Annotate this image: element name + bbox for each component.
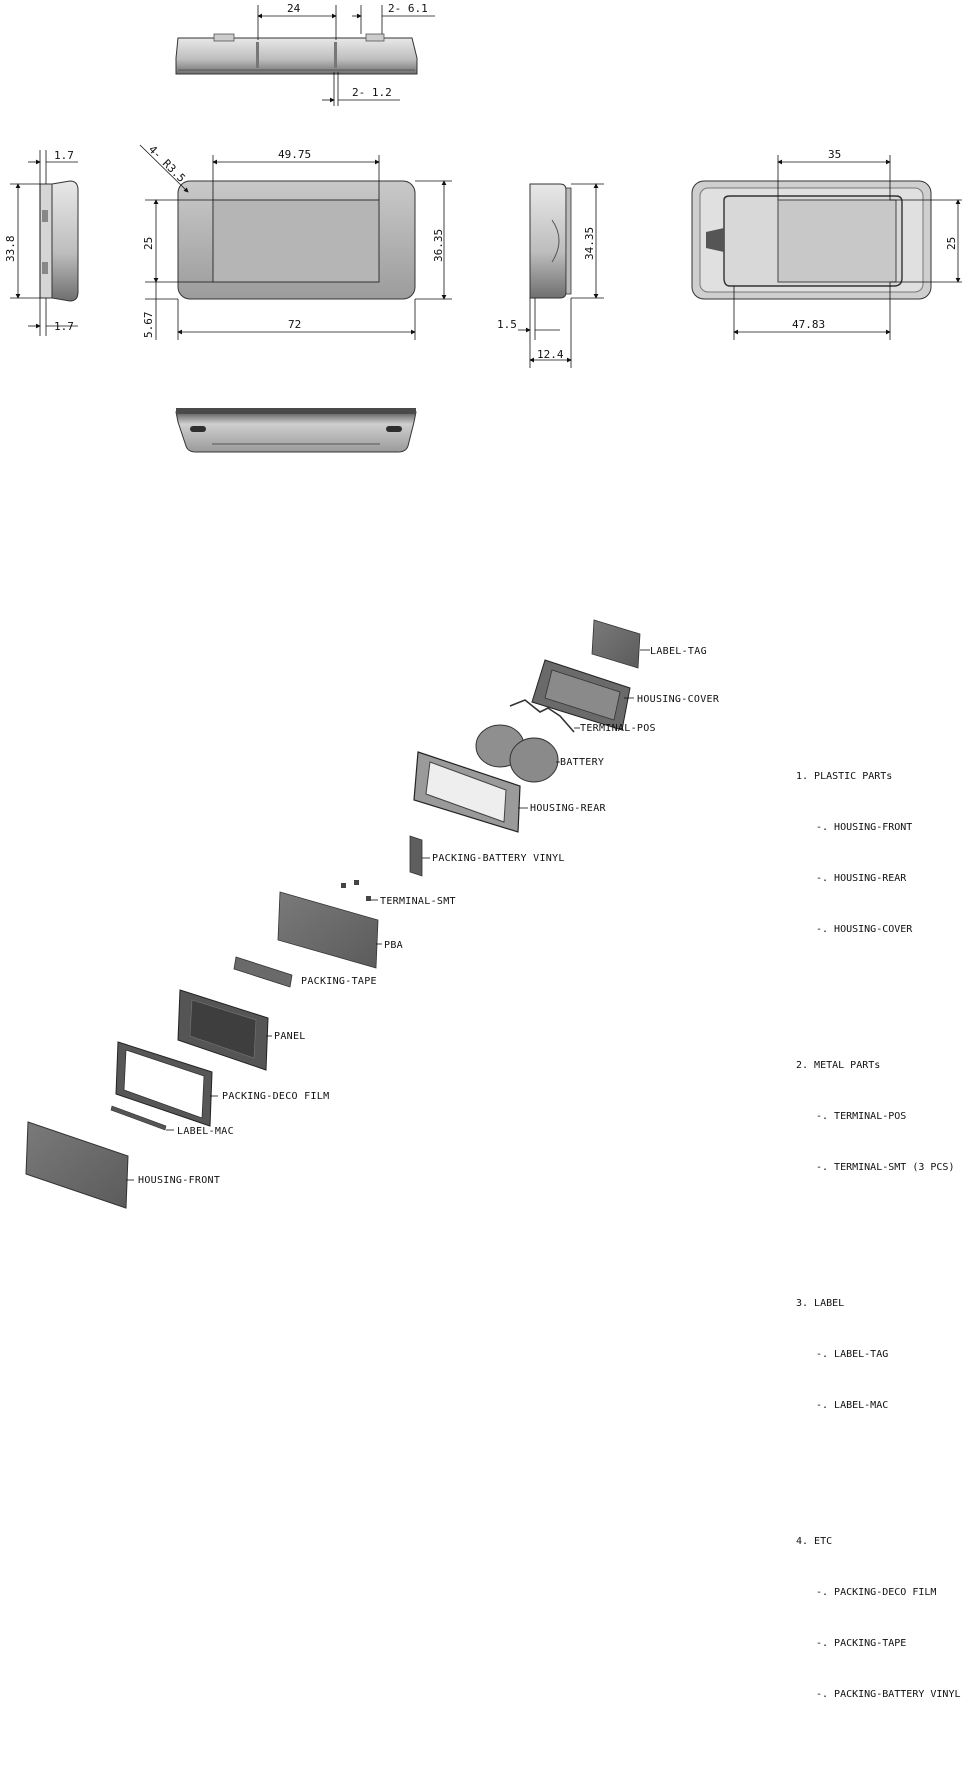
bom-group-etc: 4. ETC -. PACKING-DECO FILM -. PACKING-T…	[796, 1499, 961, 1737]
dim-side-lip: 1.5	[497, 318, 517, 331]
drawing-canvas: 24 2- 6.1 2- 1.2 1.7 33.8 1.7	[4, 2, 962, 1209]
label-packing-battery-vinyl: PACKING-BATTERY VINYL	[432, 853, 565, 864]
dim-side-depth: 12.4	[537, 348, 564, 361]
dim-front-radius: 4- R3.5	[146, 143, 188, 185]
housing-rear-part	[413, 751, 528, 833]
label-packing-tape: PACKING-TAPE	[301, 976, 377, 987]
terminal-smt-part	[341, 880, 378, 901]
bom-item: -. LABEL-MAC	[816, 1400, 889, 1411]
bom-item: -. PACKING-DECO FILM	[816, 1587, 937, 1598]
label-battery: BATTERY	[560, 757, 604, 768]
bom-item: -. TERMINAL-SMT (3 PCS)	[816, 1162, 955, 1173]
label-mac-part	[110, 1105, 174, 1131]
dim-front-window-height: 25	[142, 237, 155, 250]
packing-tape-part	[233, 956, 293, 988]
bom-item: -. TERMINAL-POS	[816, 1111, 907, 1122]
label-terminal-pos: TERMINAL-POS	[580, 723, 656, 734]
dim-top-slot-gap: 2- 1.2	[352, 86, 392, 99]
bom-group-title: 4. ETC	[796, 1536, 833, 1547]
bom-item: -. PACKING-BATTERY VINYL	[816, 1689, 961, 1700]
housing-cover-part	[531, 659, 634, 731]
bom-group-metal: 2. METAL PARTs -. TERMINAL-POS -. TERMIN…	[796, 1023, 961, 1210]
label-packing-deco-film: PACKING-DECO FILM	[222, 1091, 329, 1102]
bom-group-label: 3. LABEL -. LABEL-TAG -. LABEL-MAC	[796, 1261, 961, 1448]
top-view	[175, 5, 435, 106]
bom-item: -. HOUSING-COVER	[816, 924, 913, 935]
battery-part	[475, 724, 560, 783]
panel-part	[177, 989, 272, 1071]
front-view	[139, 144, 452, 340]
housing-front-part	[25, 1121, 134, 1209]
bottom-view	[175, 408, 417, 453]
rear-view	[691, 155, 962, 340]
bom-group-title: 1. PLASTIC PARTs	[796, 771, 893, 782]
pba-part	[277, 891, 382, 969]
label-housing-rear: HOUSING-REAR	[530, 803, 607, 814]
label-label-mac: LABEL-MAC	[177, 1126, 234, 1137]
terminal-pos-part	[509, 699, 580, 733]
dim-side-height: 34.35	[583, 227, 596, 260]
dim-left-top: 1.7	[54, 149, 74, 162]
bill-of-materials: 1. PLASTIC PARTs -. HOUSING-FRONT -. HOU…	[796, 700, 961, 1771]
dim-rear-cover-width: 35	[828, 148, 841, 161]
label-tag-part	[591, 619, 650, 669]
bom-group-title: 3. LABEL	[796, 1298, 845, 1309]
dim-front-width: 72	[288, 318, 301, 331]
dim-top-width: 24	[287, 2, 301, 15]
bom-group-plastic: 1. PLASTIC PARTs -. HOUSING-FRONT -. HOU…	[796, 734, 961, 972]
label-pba: PBA	[384, 940, 403, 951]
bom-item: -. PACKING-TAPE	[816, 1638, 907, 1649]
dim-front-window-width: 49.75	[278, 148, 311, 161]
dim-left-bottom: 1.7	[54, 320, 74, 333]
bom-item: -. HOUSING-FRONT	[816, 822, 913, 833]
dim-rear-width: 47.83	[792, 318, 825, 331]
packing-deco-film-part	[115, 1041, 218, 1127]
label-panel: PANEL	[274, 1031, 306, 1042]
dim-rear-cover-height: 25	[945, 237, 958, 250]
label-label-tag: LABEL-TAG	[650, 646, 707, 657]
dim-left-height: 33.8	[4, 236, 17, 263]
label-terminal-smt: TERMINAL-SMT	[380, 896, 456, 907]
label-housing-cover: HOUSING-COVER	[637, 694, 720, 705]
label-housing-front: HOUSING-FRONT	[138, 1175, 220, 1186]
bom-group-title: 2. METAL PARTs	[796, 1060, 881, 1071]
bom-item: -. LABEL-TAG	[816, 1349, 889, 1360]
dim-front-offset: 5.67	[142, 312, 155, 339]
left-side-view	[10, 150, 79, 336]
dim-top-slot-width: 2- 6.1	[388, 2, 428, 15]
right-side-view	[518, 183, 604, 368]
packing-battery-vinyl-part	[409, 835, 430, 877]
bom-item: -. HOUSING-REAR	[816, 873, 907, 884]
dim-front-height: 36.35	[432, 229, 445, 262]
